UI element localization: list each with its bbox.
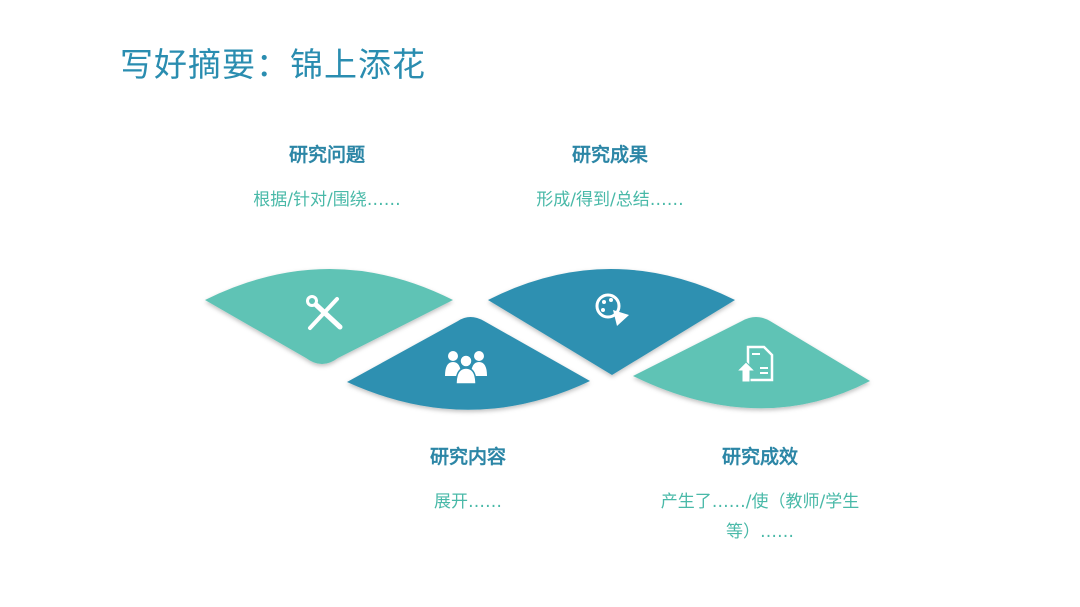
- description: 展开……: [434, 492, 502, 512]
- heading: 研究问题: [288, 144, 365, 166]
- group-icon: [445, 351, 487, 385]
- description: 形成/得到/总结……: [536, 190, 684, 210]
- document-upload-icon: [735, 345, 774, 383]
- tools-icon: [306, 295, 343, 330]
- item-research-question: 研究问题 根据/针对/围绕……: [197, 140, 457, 215]
- heading: 研究成效: [721, 446, 798, 468]
- slide-title: 写好摘要：锦上添花: [120, 45, 426, 84]
- item-research-effect: 研究成效 产生了……/使（教师/学生等）……: [645, 442, 875, 547]
- heading: 研究内容: [429, 446, 506, 468]
- heading: 研究成果: [571, 144, 648, 166]
- sector-research-effect: [633, 317, 870, 409]
- description: 产生了……/使（教师/学生等）……: [660, 492, 860, 542]
- item-research-content: 研究内容 展开……: [338, 442, 598, 517]
- pizza-icon: [595, 293, 629, 326]
- description: 根据/针对/围绕……: [253, 190, 401, 210]
- sector-research-results: [488, 269, 735, 375]
- item-research-results: 研究成果 形成/得到/总结……: [480, 140, 740, 215]
